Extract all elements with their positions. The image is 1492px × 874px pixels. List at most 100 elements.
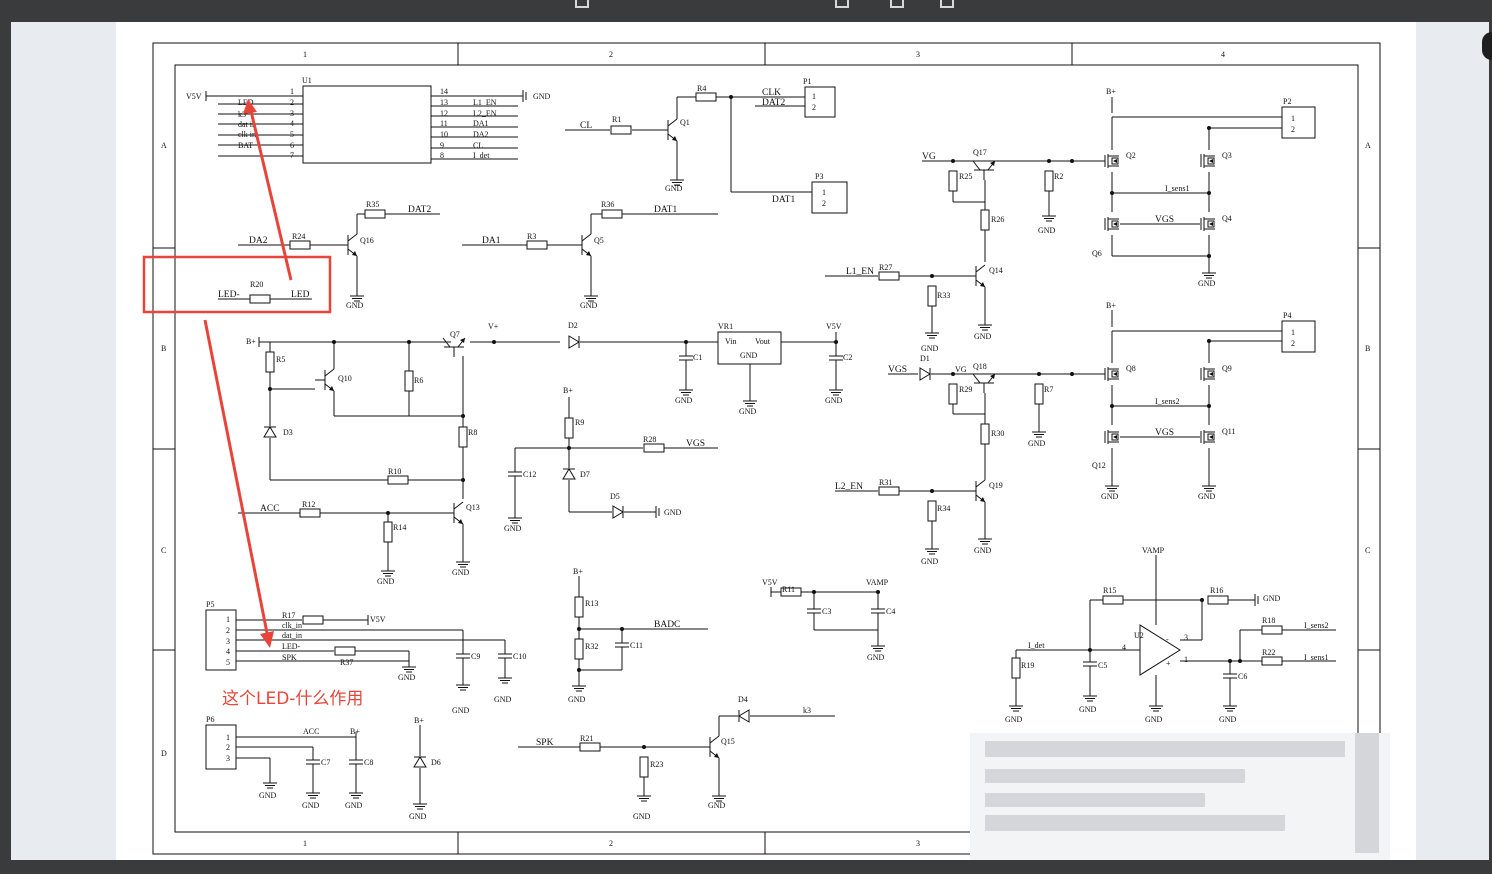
svg-text:2: 2 [226, 626, 230, 635]
svg-text:R3: R3 [527, 232, 536, 241]
svg-text:I_sens2: I_sens2 [1304, 621, 1328, 630]
svg-text:GND: GND [633, 812, 651, 821]
column-label: 1 [303, 839, 307, 848]
svg-text:5: 5 [226, 658, 230, 667]
svg-text:GND: GND [825, 396, 843, 405]
svg-text:GND: GND [921, 344, 939, 353]
svg-text:R8: R8 [468, 428, 477, 437]
svg-text:Q7: Q7 [450, 330, 460, 339]
svg-text:R18: R18 [1262, 616, 1275, 625]
svg-text:12: 12 [440, 109, 448, 118]
svg-text:GND: GND [867, 653, 885, 662]
svg-text:R17: R17 [282, 611, 295, 620]
svg-text:R20: R20 [250, 280, 263, 289]
column-label: 2 [609, 50, 613, 59]
svg-text:P4: P4 [1283, 311, 1291, 320]
svg-text:CL: CL [580, 121, 592, 131]
svg-text:DA2: DA2 [249, 236, 268, 246]
svg-text:11: 11 [440, 119, 448, 128]
svg-text:D7: D7 [580, 470, 590, 479]
svg-text:14: 14 [440, 87, 448, 96]
svg-text:Q2: Q2 [1126, 151, 1136, 160]
svg-text:I_det: I_det [473, 151, 490, 160]
svg-text:CLK: CLK [762, 88, 781, 98]
column-label: 4 [1221, 50, 1225, 59]
svg-text:VAMP: VAMP [1142, 546, 1165, 555]
svg-text:LED: LED [291, 290, 310, 300]
svg-text:DAT1: DAT1 [772, 195, 795, 205]
toolbar-icon[interactable] [890, 0, 904, 8]
column-label: 3 [916, 50, 920, 59]
svg-text:GND: GND [452, 568, 470, 577]
svg-text:C11: C11 [630, 641, 643, 650]
svg-text:Q6: Q6 [1092, 249, 1102, 258]
svg-text:D1: D1 [920, 354, 930, 363]
svg-text:Q10: Q10 [338, 374, 352, 383]
svg-text:3: 3 [1184, 633, 1188, 642]
svg-text:R27: R27 [879, 263, 892, 272]
svg-text:+: + [1166, 659, 1171, 668]
inner-frame [174, 64, 1359, 833]
svg-text:GND: GND [1005, 715, 1023, 724]
svg-text:R10: R10 [388, 467, 401, 476]
svg-text:P3: P3 [815, 172, 823, 181]
svg-text:B+: B+ [1106, 87, 1116, 96]
svg-text:GND: GND [494, 695, 512, 704]
annotation-question: 这个LED-什么作用 [222, 689, 364, 709]
row-label: B [1365, 344, 1370, 353]
svg-text:U1: U1 [302, 76, 312, 85]
svg-text:R11: R11 [782, 585, 795, 594]
svg-text:R9: R9 [575, 418, 584, 427]
svg-text:C7: C7 [321, 758, 330, 767]
svg-text:k3: k3 [803, 706, 811, 715]
svg-text:VGS: VGS [686, 439, 705, 449]
toolbar-icon[interactable] [835, 0, 849, 8]
svg-text:R16: R16 [1210, 586, 1223, 595]
row-label: D [161, 749, 167, 758]
svg-text:1: 1 [290, 87, 294, 96]
svg-text:1: 1 [822, 188, 826, 197]
svg-text:B+: B+ [414, 716, 424, 725]
svg-text:Q18: Q18 [973, 362, 987, 371]
svg-text:Q11: Q11 [1222, 427, 1235, 436]
svg-text:V5V: V5V [762, 578, 778, 587]
svg-text:Q16: Q16 [360, 236, 374, 245]
svg-text:C10: C10 [513, 652, 526, 661]
svg-text:Q1: Q1 [680, 118, 690, 127]
svg-text:GND: GND [1038, 226, 1056, 235]
svg-text:R24: R24 [292, 232, 305, 241]
svg-text:R26: R26 [991, 215, 1004, 224]
svg-text:R6: R6 [414, 376, 423, 385]
svg-text:C12: C12 [523, 470, 536, 479]
svg-text:Q9: Q9 [1222, 364, 1232, 373]
svg-text:LED-: LED- [218, 290, 240, 300]
svg-text:GND: GND [740, 351, 758, 360]
svg-text:2: 2 [1291, 339, 1295, 348]
svg-text:B+: B+ [573, 567, 583, 576]
svg-text:4: 4 [290, 119, 294, 128]
close-button[interactable] [1482, 32, 1492, 60]
svg-text:GND: GND [1219, 715, 1237, 724]
svg-text:GND: GND [974, 332, 992, 341]
svg-text:VAMP: VAMP [866, 578, 889, 587]
svg-text:GND: GND [665, 184, 683, 193]
toolbar-icon[interactable] [575, 0, 589, 8]
svg-text:R30: R30 [991, 429, 1004, 438]
svg-text:Q5: Q5 [594, 236, 604, 245]
svg-text:DAT2: DAT2 [408, 205, 431, 215]
svg-text:R23: R23 [650, 760, 663, 769]
toolbar-icon[interactable] [940, 0, 954, 8]
svg-text:GND: GND [398, 673, 416, 682]
svg-text:GND: GND [739, 407, 757, 416]
svg-text:GND: GND [974, 546, 992, 555]
svg-text:DAT2: DAT2 [762, 98, 785, 108]
svg-text:BADC: BADC [654, 620, 680, 630]
svg-text:3: 3 [226, 637, 230, 646]
svg-text:Q13: Q13 [466, 503, 480, 512]
